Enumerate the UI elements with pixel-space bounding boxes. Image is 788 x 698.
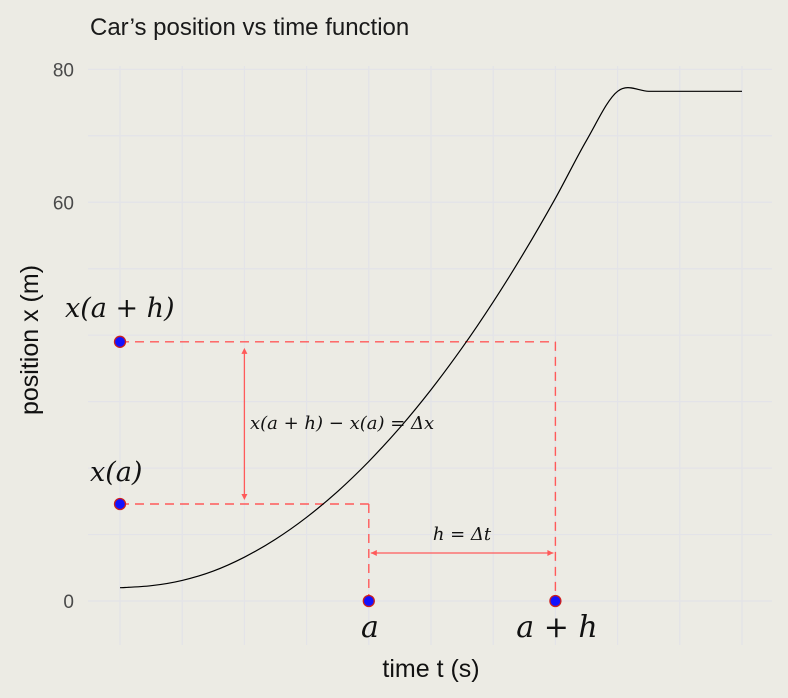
a-plus-h-label: a + h <box>516 610 597 645</box>
point-a <box>362 594 375 608</box>
a-label: a <box>361 610 379 645</box>
delta-t-arrowhead-left <box>370 550 377 556</box>
point-x-a-plus-h <box>113 335 127 348</box>
chart-title: Car’s position vs time function <box>90 14 409 41</box>
guide-lines <box>120 341 557 602</box>
delta-t-arrowhead-right <box>547 550 554 556</box>
delta-x-arrowhead-bottom <box>241 493 248 500</box>
y-tick-label: 60 <box>53 193 74 214</box>
point-x-a <box>113 497 127 511</box>
delta-t-annotation: h = Δt <box>433 524 492 545</box>
x-a-plus-h-label: x(a + h) <box>65 293 175 324</box>
y-tick-label: 0 <box>63 592 74 613</box>
x-a-label: x(a) <box>90 457 142 488</box>
x-axis-label: time t (s) <box>382 655 479 683</box>
position-curve <box>119 87 742 589</box>
marked-points <box>113 335 562 608</box>
plot-grid <box>88 66 772 645</box>
y-tick-labels: 0 60 80 <box>53 60 74 613</box>
difference-arrows <box>241 347 554 556</box>
y-tick-label: 80 <box>53 60 74 81</box>
delta-x-annotation: x(a + h) − x(a) = Δx <box>250 413 434 434</box>
y-axis-label: position x (m) <box>16 265 44 415</box>
point-a-plus-h <box>549 594 562 608</box>
delta-x-arrowhead-top <box>241 347 248 354</box>
